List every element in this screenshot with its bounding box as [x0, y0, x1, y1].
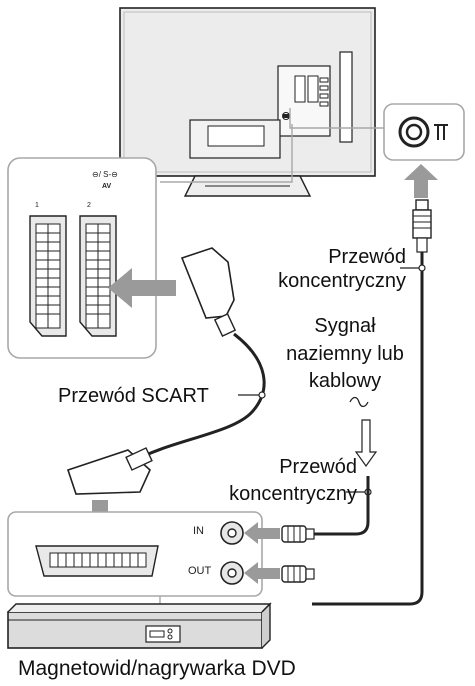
coax-cable-to-tv	[312, 252, 424, 606]
port-in-label: IN	[193, 525, 204, 537]
port-out-label: OUT	[188, 565, 212, 577]
coax-cable-label-bottom-line1: Przewód	[279, 456, 357, 478]
signal-label-line3: kablowy	[308, 370, 382, 392]
scart-1-label: 1	[35, 202, 39, 209]
coax-plug-out	[281, 565, 315, 583]
coax-out-arrow	[244, 562, 280, 584]
antenna-socket-callout	[383, 103, 465, 161]
signal-wave	[349, 396, 378, 468]
av-panel-callout	[7, 157, 157, 359]
scart-cable-label: Przewód SCART	[58, 385, 209, 407]
scart-insert-arrow	[108, 268, 176, 308]
scart-cable	[131, 332, 266, 464]
av-panel-label: AV	[102, 183, 112, 190]
tv-connector-lines	[160, 108, 388, 183]
recorder-panel-callout	[7, 511, 263, 612]
signal-label-line1: Sygnał	[314, 315, 376, 337]
scart-plug-top	[180, 247, 237, 338]
device-label: Magnetowid/nagrywarka DVD	[18, 657, 296, 680]
av-panel-symbol: ⊖/ S-⊖	[92, 170, 118, 179]
recorder-device	[7, 602, 272, 649]
scart-plug-bottom	[66, 447, 153, 495]
coax-cable-to-recorder	[312, 476, 370, 536]
tv-rear	[119, 7, 376, 197]
antenna-cable-up-arrow	[404, 164, 438, 198]
signal-label-line2: naziemny lub	[286, 343, 404, 365]
coax-plug-top	[412, 199, 432, 253]
coax-cable-label-bottom-line2: koncentryczny	[229, 483, 357, 505]
coax-plug-in	[281, 525, 315, 543]
coax-cable-label-top-line2: koncentryczny	[278, 270, 406, 292]
coax-cable-label-top-line1: Przewód	[328, 246, 406, 268]
coax-in-arrow	[244, 522, 280, 544]
scart-2-label: 2	[87, 202, 91, 209]
